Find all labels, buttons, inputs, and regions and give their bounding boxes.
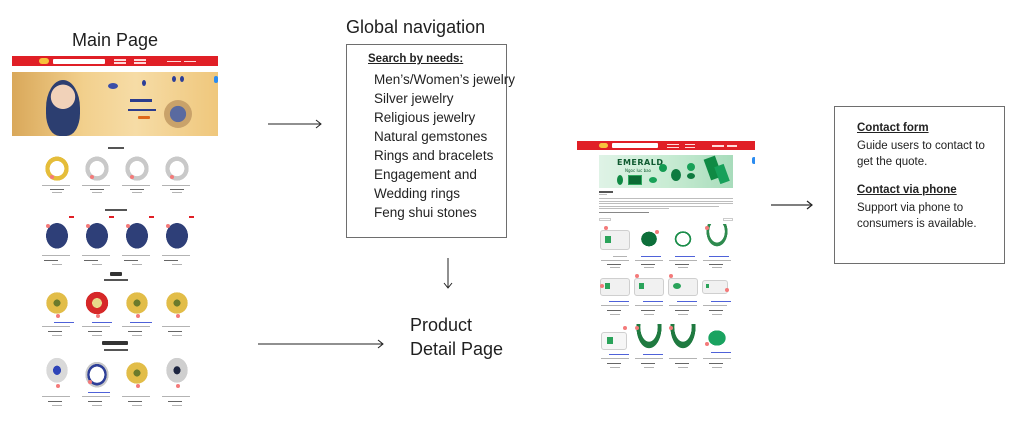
product-card xyxy=(80,356,114,410)
nav-category-item: Rings and bracelets xyxy=(374,148,494,163)
nav-category-item: Wedding rings xyxy=(374,186,461,201)
main-page-title: Main Page xyxy=(72,30,159,50)
arrow-right-icon xyxy=(771,200,813,210)
product-card xyxy=(599,224,631,270)
arrow-main-to-navigation xyxy=(268,119,324,129)
product-card xyxy=(160,356,194,410)
product-card xyxy=(80,216,114,268)
arrow-navigation-to-pdp xyxy=(443,258,453,290)
product-card xyxy=(667,324,699,376)
product-card xyxy=(40,216,74,268)
nav-box-heading: Search by needs: xyxy=(368,53,464,65)
product-card xyxy=(667,274,699,322)
nav-category-item: Feng shui stones xyxy=(374,205,477,220)
nav-category-item: Natural gemstones xyxy=(374,129,488,144)
product-card xyxy=(599,274,631,322)
product-detail-page-title-line2: Detail Page xyxy=(410,339,504,359)
product-card xyxy=(599,324,631,376)
product-card xyxy=(701,324,733,376)
product-card xyxy=(160,151,194,197)
site-subnav xyxy=(12,67,218,77)
product-card xyxy=(633,274,665,322)
product-detail-page-title-line1: Product xyxy=(410,315,473,335)
contact-phone-description: Support via phone to consumers is availa… xyxy=(857,202,977,230)
site-header xyxy=(577,141,755,150)
product-card xyxy=(40,286,74,338)
arrow-pdp-to-contact xyxy=(771,200,815,210)
hero-banner xyxy=(12,72,218,136)
product-card xyxy=(633,324,665,376)
nav-category-list: Men’s/Women’s jewelry Silver jewelry Rel… xyxy=(374,70,516,222)
banner-title: EMERALD xyxy=(617,158,664,167)
nav-category-item: Silver jewelry xyxy=(374,91,454,106)
arrow-right-icon xyxy=(258,339,384,349)
product-detail-page-screenshot: EMERALD Ngoc luc bao xyxy=(577,141,755,384)
product-detail-page-title: Product Detail Page xyxy=(410,313,503,361)
nav-category-item: Religious jewelry xyxy=(374,110,476,125)
product-card xyxy=(40,356,74,410)
emerald-banner: EMERALD Ngoc luc bao xyxy=(599,155,733,188)
brand-logo-icon xyxy=(39,58,49,64)
product-card xyxy=(701,274,733,322)
nav-category-item: Engagement and xyxy=(374,167,477,182)
global-navigation-title: Global navigation xyxy=(346,17,486,37)
global-navigation-box: Search by needs: Men’s/Women’s jewelry S… xyxy=(346,44,516,238)
product-card xyxy=(120,216,154,268)
search-bar xyxy=(612,143,658,148)
product-card xyxy=(80,151,114,197)
contact-phone-heading: Contact via phone xyxy=(857,184,957,196)
product-card xyxy=(160,216,194,268)
brand-logo-icon xyxy=(599,143,608,148)
product-card xyxy=(120,286,154,338)
product-card xyxy=(120,356,154,410)
product-card xyxy=(120,151,154,197)
product-card xyxy=(40,151,74,197)
product-card xyxy=(633,224,665,270)
product-card xyxy=(667,224,699,270)
product-card xyxy=(701,224,733,270)
contact-options-box: Contact form Guide users to contact to g… xyxy=(834,106,1005,264)
arrow-main-to-pdp xyxy=(258,339,386,349)
nav-category-item: Men’s/Women’s jewelry xyxy=(374,72,516,87)
site-header xyxy=(12,56,218,66)
main-page-screenshot xyxy=(12,56,218,412)
arrow-right-icon xyxy=(268,119,322,129)
contact-form-description: Guide users to contact to get the quote. xyxy=(857,140,985,168)
product-card xyxy=(80,286,114,338)
search-bar xyxy=(53,58,105,64)
contact-form-heading: Contact form xyxy=(857,122,929,134)
banner-subtitle: Ngoc luc bao xyxy=(625,168,652,173)
arrow-down-icon xyxy=(443,258,453,289)
product-card xyxy=(160,286,194,338)
